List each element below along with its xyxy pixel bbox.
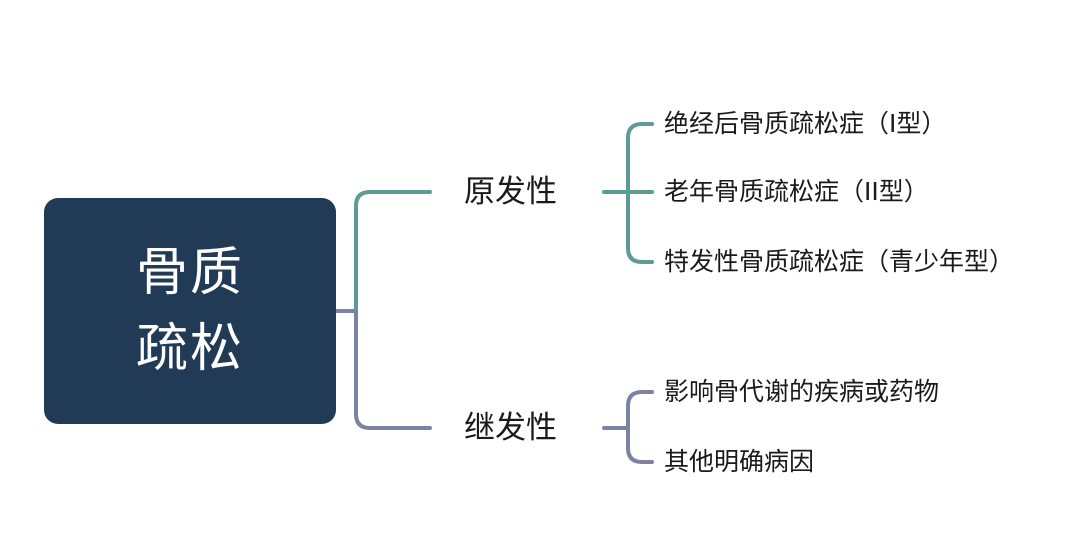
leaf-other-definite-cause: 其他明确病因 (664, 447, 815, 476)
branch-secondary-label: 继发性 (464, 410, 557, 446)
leaf-senile-osteoporosis: 老年骨质疏松症（II型） (664, 177, 929, 206)
secondary-leaves-bracket (602, 390, 654, 464)
branch-primary-label: 原发性 (464, 174, 557, 210)
primary-leaves-bracket (602, 122, 654, 264)
root-node-label: 骨质疏松 (135, 243, 244, 379)
leaf-postmenopausal-osteoporosis: 绝经后骨质疏松症（I型） (664, 109, 947, 138)
secondary-branch-connector (354, 309, 432, 430)
leaf-idiopathic-osteoporosis: 特发性骨质疏松症（青少年型） (664, 247, 1015, 276)
root-node: 骨质疏松 (44, 198, 336, 424)
primary-branch-connector (354, 190, 432, 313)
leaf-metabolic-disease-or-drug: 影响骨代谢的疾病或药物 (664, 377, 940, 406)
